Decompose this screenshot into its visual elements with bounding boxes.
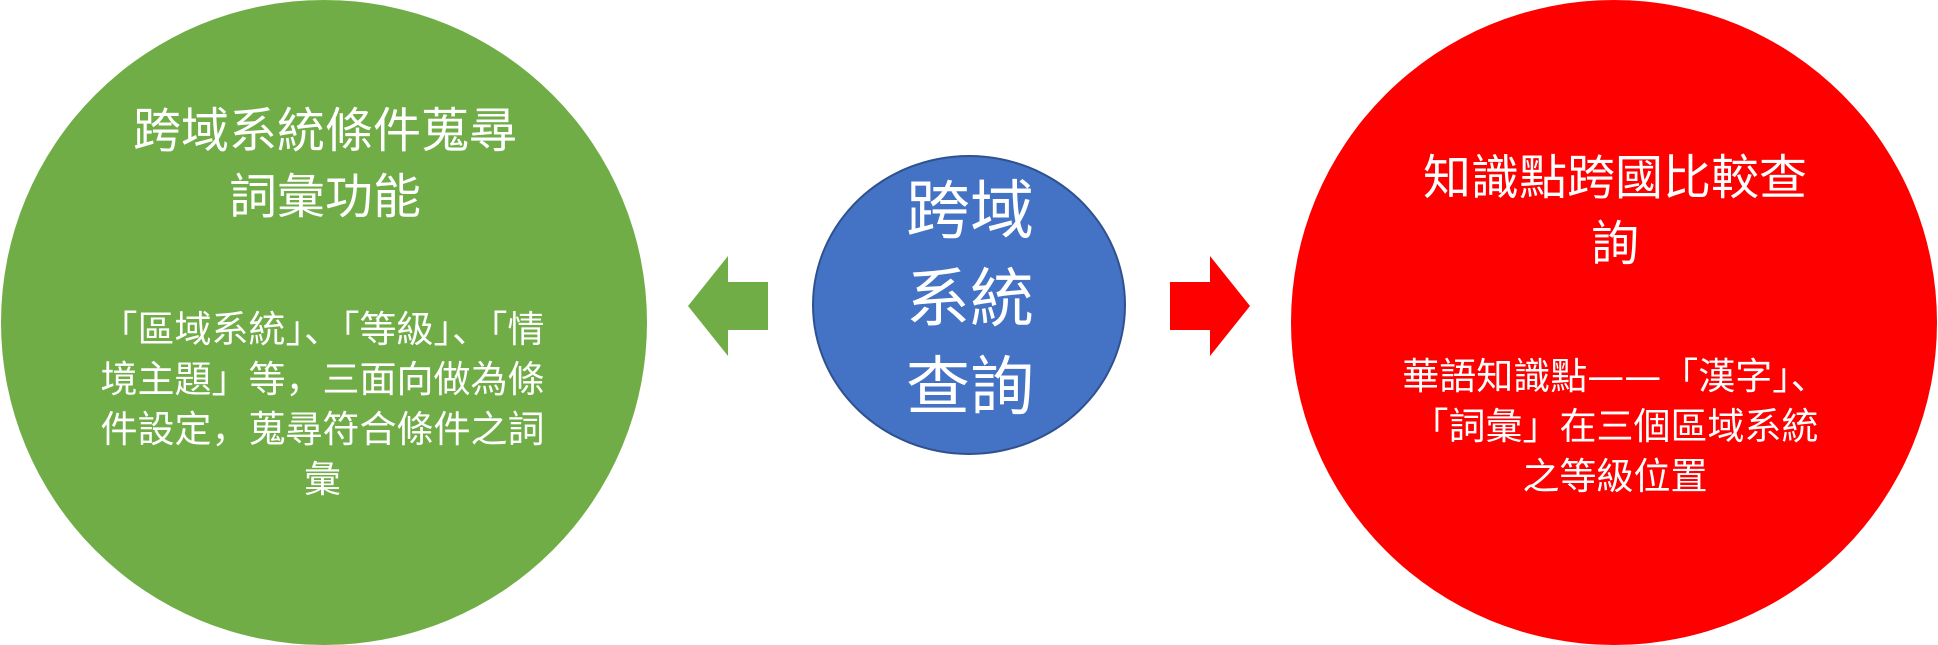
left-title: 跨域系統條件蒐尋詞彙功能 <box>132 103 517 225</box>
right-arrow-icon <box>1170 256 1250 356</box>
right-circle <box>1291 0 1937 645</box>
left-circle <box>1 0 647 645</box>
left-arrow-icon <box>688 256 768 356</box>
center-ellipse <box>812 155 1126 455</box>
left-body: 「區域系統」、「等級」、「情境主題」等，三面向做為條件設定，蒐尋符合條件之詞彙 <box>100 308 545 501</box>
right-title: 知識點跨國比較查詢 <box>1422 150 1807 272</box>
right-body: 華語知識點——「漢字」、「詞彙」在三個區域系統之等級位置 <box>1402 355 1828 498</box>
center-title: 跨域系統查詢 <box>906 175 1034 425</box>
